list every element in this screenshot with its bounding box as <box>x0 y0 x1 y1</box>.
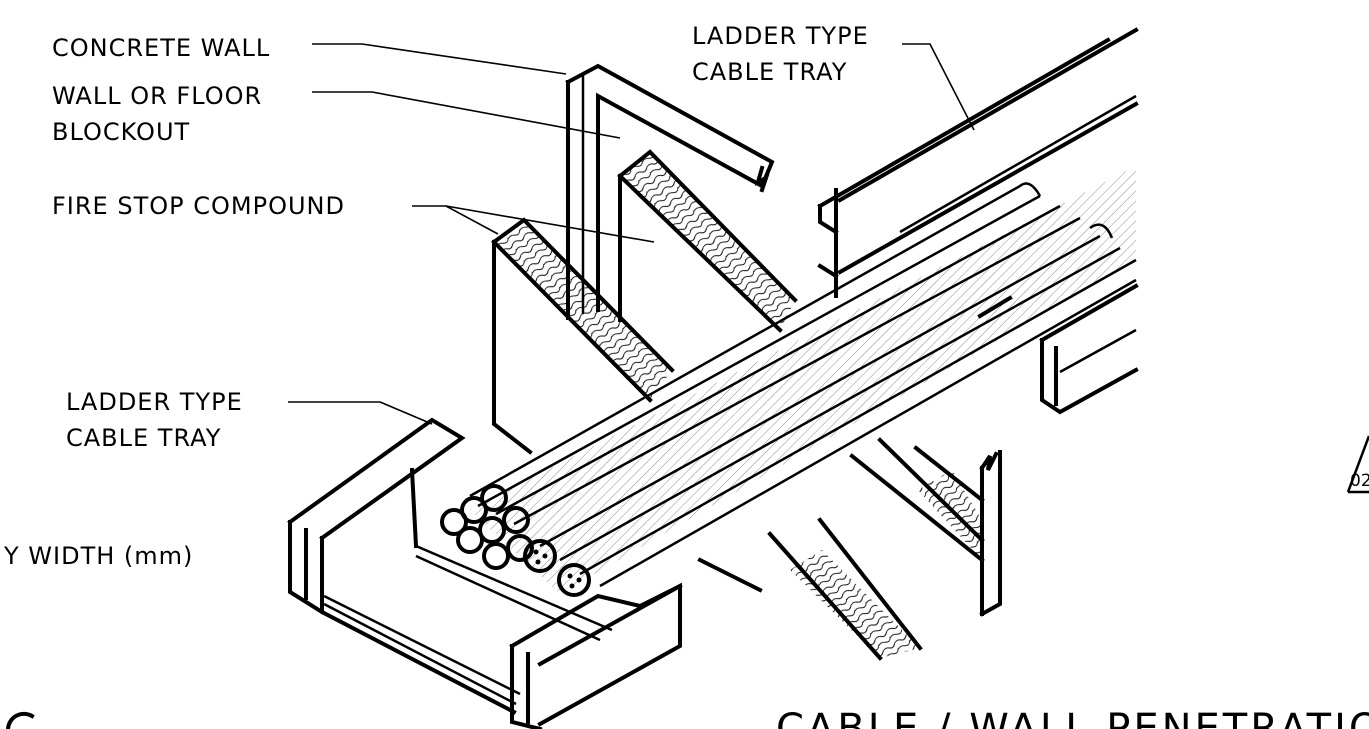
fire-stop-slab-lower <box>491 217 675 455</box>
drawing-title: CABLE / WALL PENETRATION <box>776 706 1369 729</box>
cable-bundle <box>440 166 1137 597</box>
label-blockout-line1: WALL OR FLOOR <box>52 82 262 110</box>
leader-lines <box>288 43 975 425</box>
cable-ends <box>440 484 591 597</box>
label-tray-lower-line1: LADDER TYPE <box>66 388 243 416</box>
label-blockout-line2: BLOCKOUT <box>52 118 190 146</box>
callout-circle-fragment <box>5 711 35 729</box>
label-fire-stop: FIRE STOP COMPOUND <box>52 192 345 220</box>
label-tray-lower-line2: CABLE TRAY <box>66 424 221 452</box>
label-tray-upper-line1: LADDER TYPE <box>692 22 869 50</box>
ladder-tray-lower <box>287 417 683 729</box>
revision-triangle: 02 <box>1346 435 1369 494</box>
revision-number: 02 <box>1350 471 1369 491</box>
ladder-tray-upper <box>817 27 1139 415</box>
fire-stop-slab-upper <box>617 149 798 333</box>
label-width-note: Y WIDTH (mm) <box>3 542 193 570</box>
label-tray-upper-line2: CABLE TRAY <box>692 58 847 86</box>
wall-lower-fragment <box>697 437 1002 661</box>
label-concrete-wall: CONCRETE WALL <box>52 34 270 62</box>
